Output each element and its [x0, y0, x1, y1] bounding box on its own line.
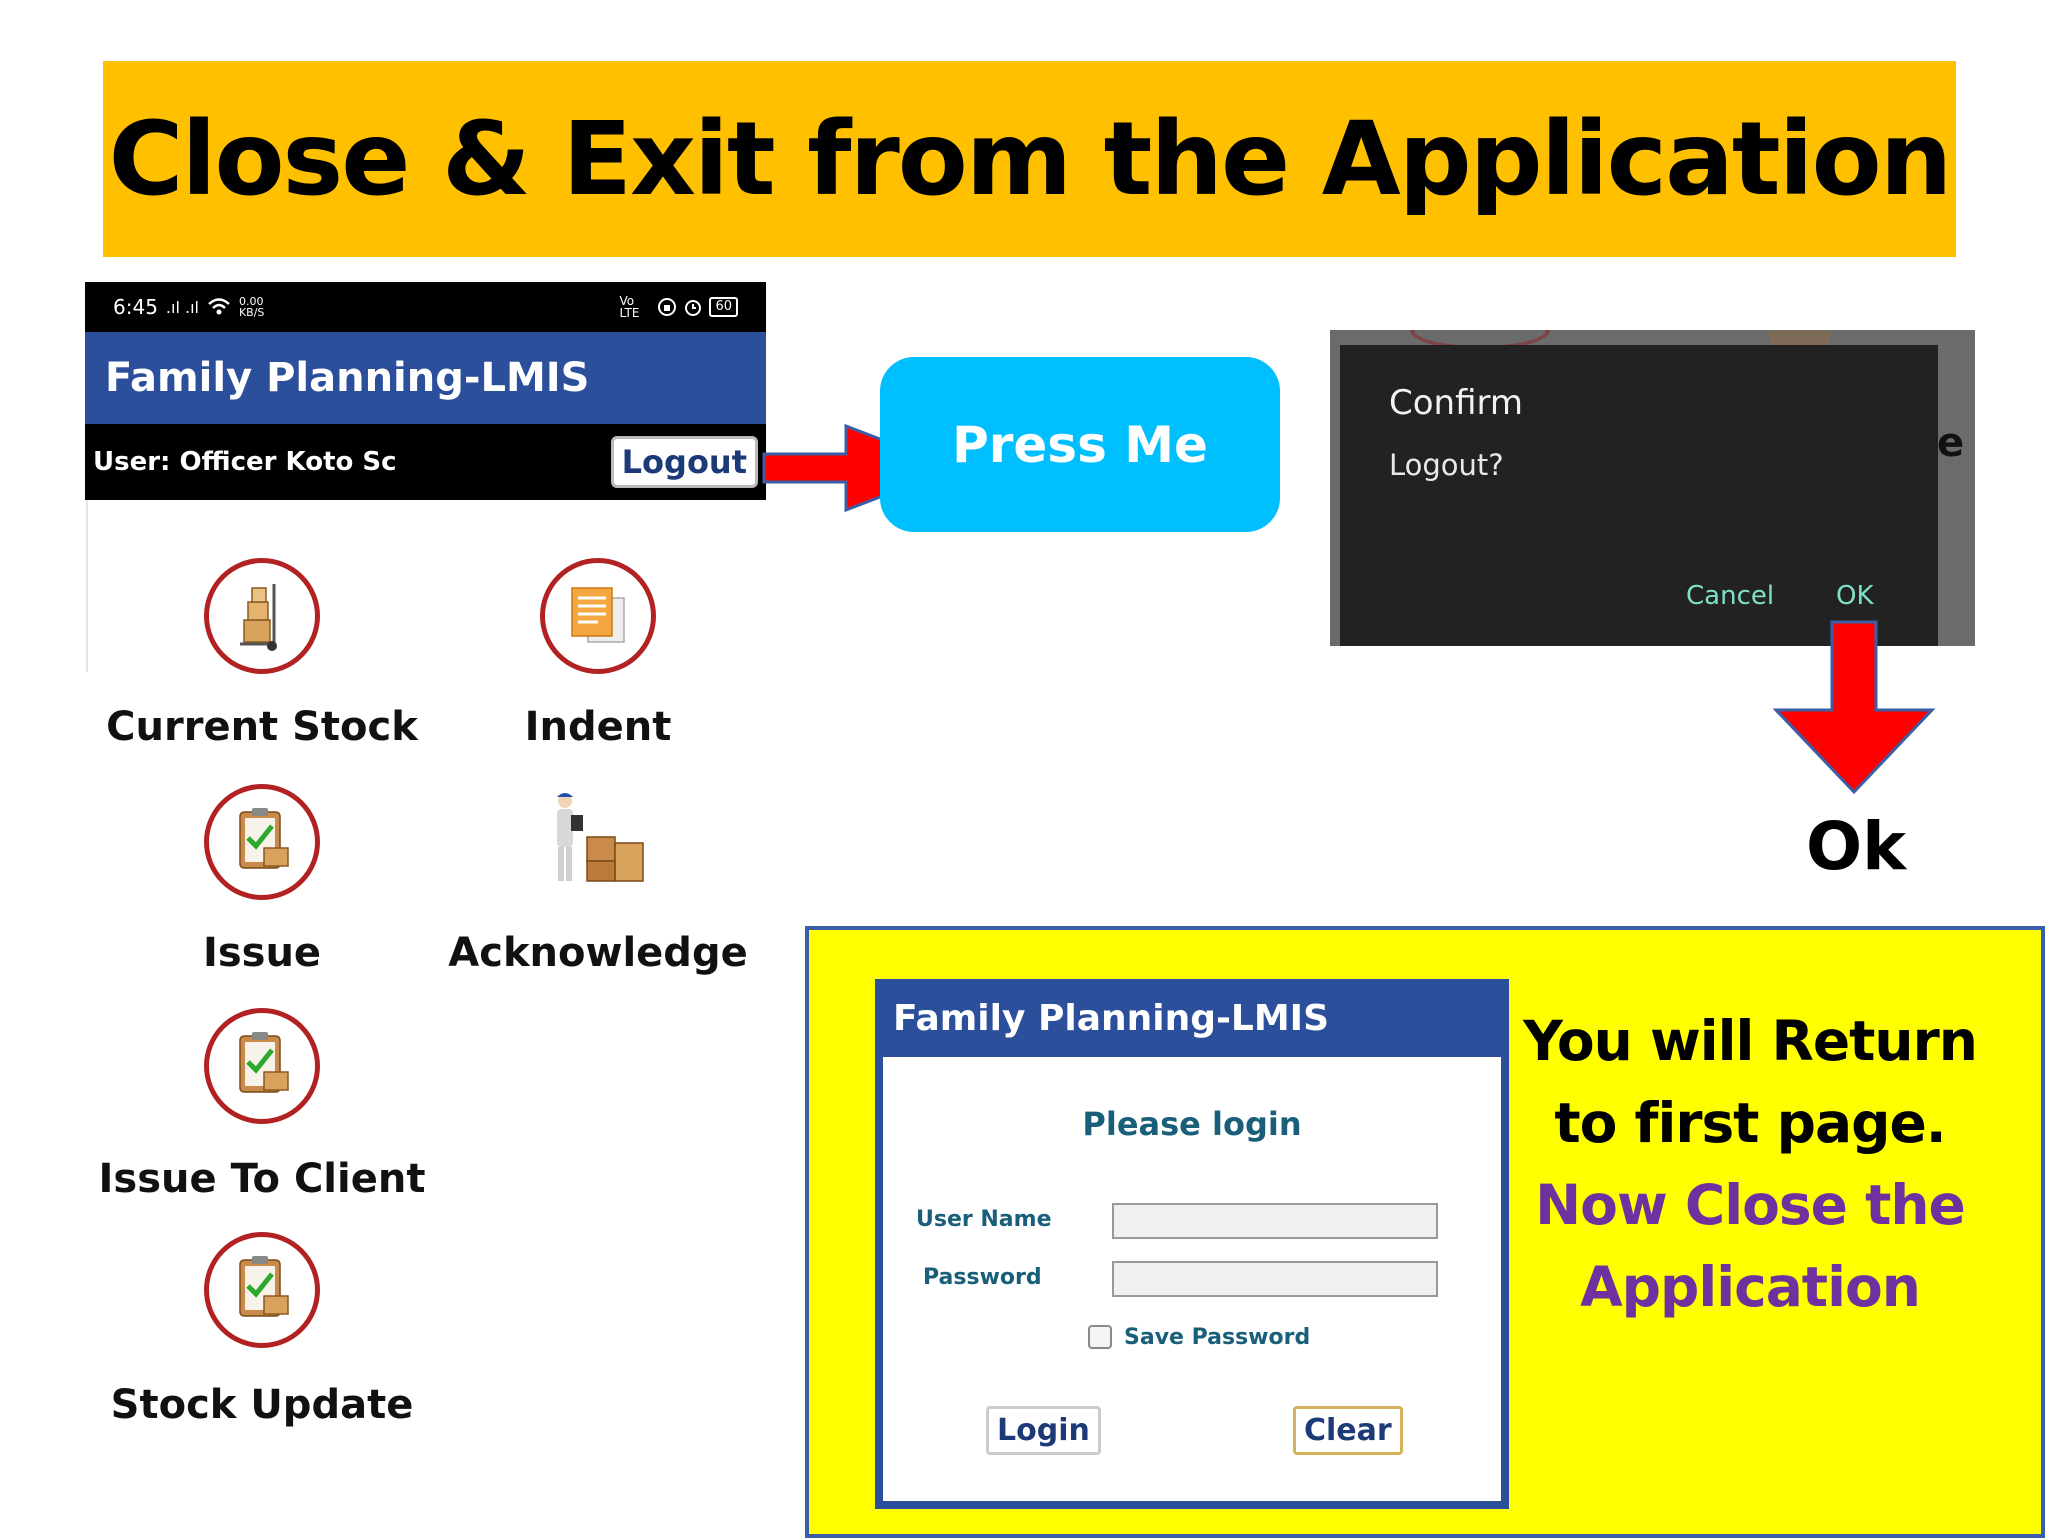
alarm-icon	[685, 300, 702, 316]
press-me-label: Press Me	[952, 415, 1208, 474]
indent-tile[interactable]	[540, 558, 656, 674]
app-title: Family Planning-LMIS	[105, 355, 590, 401]
stock-update-tile[interactable]	[204, 1232, 320, 1348]
document-stack-icon	[571, 587, 625, 643]
dialog-message: Logout?	[1389, 448, 1504, 482]
title-banner: Close & Exit from the Application	[103, 61, 1956, 257]
network-speed: 0.00 KB/S	[238, 295, 265, 319]
phone-edge	[86, 500, 94, 672]
menu-label-indent: Indent	[524, 704, 672, 750]
current-stock-tile[interactable]	[204, 558, 320, 674]
press-me-button[interactable]: Press Me	[880, 357, 1280, 532]
save-password-label: Save Password	[1124, 1325, 1311, 1350]
login-prompt: Please login	[1082, 1105, 1302, 1143]
issue-to-client-tile[interactable]	[204, 1008, 320, 1124]
phone-status-bar: 6:45 .ıl .ıl 0.00 KB/S Vo LTE 60	[85, 282, 766, 332]
wifi-icon	[208, 298, 230, 315]
worker-boxes-icon	[557, 793, 644, 882]
battery-icon: 60	[709, 297, 738, 317]
menu-label-stock-update: Stock Update	[110, 1382, 414, 1428]
clipboard-check-icon	[239, 1032, 289, 1093]
menu-label-issue: Issue	[202, 930, 322, 976]
login-app-title: Family Planning-LMIS	[893, 997, 1330, 1039]
cancel-button[interactable]: Cancel	[1686, 581, 1775, 611]
return-message: You will Return to first page.	[1523, 1009, 1978, 1155]
clipboard-check-icon	[239, 1256, 289, 1317]
acknowledge-tile[interactable]	[540, 784, 656, 900]
logout-button[interactable]: Logout	[610, 436, 758, 488]
menu-label-current-stock: Current Stock	[106, 704, 418, 750]
ok-button[interactable]: OK	[1836, 581, 1874, 611]
save-password-checkbox[interactable]	[1088, 1325, 1112, 1349]
close-message: Now Close the Application	[1535, 1173, 1966, 1319]
menu-label-issue-to-client: Issue To Client	[98, 1156, 426, 1202]
password-input[interactable]	[1112, 1261, 1438, 1297]
app-header: Family Planning-LMIS	[85, 332, 766, 424]
volte-icon: Vo LTE	[619, 294, 640, 320]
instruction-message: You will Return to first page. Now Close…	[1515, 1000, 1985, 1328]
user-bar: User: Officer Koto Sc Logout	[85, 424, 766, 500]
login-header: Family Planning-LMIS	[875, 979, 1509, 1057]
password-label: Password	[923, 1265, 1042, 1290]
clipboard-check-icon	[239, 808, 289, 869]
ok-caption: Ok	[1806, 808, 1906, 885]
issue-tile[interactable]	[204, 784, 320, 900]
menu-label-acknowledge: Acknowledge	[448, 930, 748, 976]
login-button[interactable]: Login	[986, 1406, 1101, 1455]
login-form: Please login User Name Password Save Pas…	[875, 1057, 1509, 1509]
hand-truck-boxes-icon	[240, 584, 277, 651]
username-label: User Name	[916, 1207, 1052, 1232]
lock-rotation-icon	[658, 298, 677, 316]
user-label: User: Officer Koto Sc	[93, 447, 397, 477]
clipped-text: e	[1937, 420, 1965, 466]
dialog-title: Confirm	[1389, 383, 1524, 423]
username-input[interactable]	[1112, 1203, 1438, 1239]
clear-button[interactable]: Clear	[1293, 1406, 1403, 1455]
down-arrow-icon	[1772, 620, 1936, 795]
slide-title: Close & Exit from the Application	[108, 99, 1953, 219]
signal-icon: .ıl .ıl	[165, 297, 199, 317]
status-time: 6:45	[113, 295, 158, 319]
confirm-dialog: Confirm Logout? Cancel OK	[1340, 345, 1938, 646]
